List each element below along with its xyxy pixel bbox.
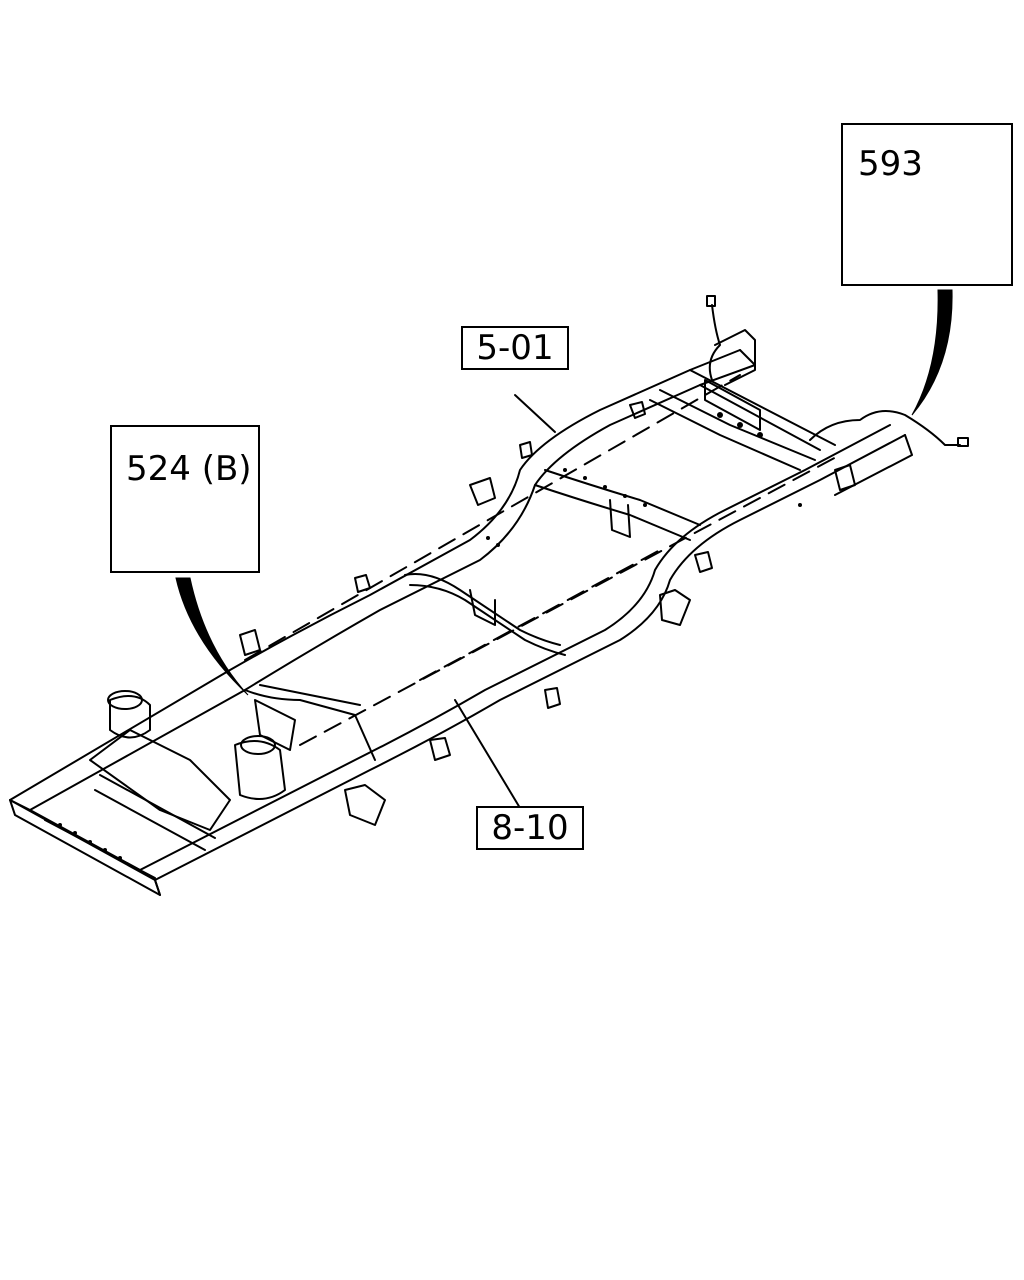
- right-rail-inner: [139, 424, 891, 871]
- bracket-l4: [519, 441, 533, 459]
- ref-label-8-10: 8-10: [476, 806, 584, 850]
- wire-harness: [708, 304, 961, 446]
- pointer-524b: [175, 577, 249, 696]
- right-rail-outer: [154, 434, 906, 881]
- callout-box-593: [841, 123, 1013, 286]
- ref-label-5-01: 5-01: [461, 326, 569, 370]
- bracket-r4: [659, 589, 691, 626]
- bracket-l3: [469, 477, 496, 506]
- left-rail-top: [9, 349, 756, 811]
- front-suspension: [89, 729, 231, 831]
- left-rail-outer: [9, 349, 741, 801]
- bracket-l5: [629, 401, 646, 419]
- pointer-593: [911, 289, 953, 416]
- crossmember-5: [649, 389, 816, 471]
- leader-5-01: [514, 394, 556, 433]
- frame-holes: [58, 412, 802, 860]
- hidden-lines: [244, 374, 841, 746]
- bracket-r5: [694, 551, 713, 573]
- crossmember-4: [534, 469, 701, 541]
- rear-tube: [714, 329, 756, 386]
- bracket-r6: [834, 464, 856, 491]
- crossmember-3: [404, 573, 566, 656]
- bracket-r2: [429, 737, 451, 761]
- leader-8-10: [454, 699, 521, 809]
- left-rail-inner: [29, 364, 756, 811]
- bracket-r3: [544, 687, 561, 709]
- callout-box-524b: [110, 425, 260, 573]
- callout-label-524b: 524 (B): [126, 449, 252, 489]
- bracket-l1: [239, 629, 261, 656]
- callout-label-593: 593: [858, 144, 923, 184]
- crossmember-2: [244, 684, 376, 761]
- bracket-r1: [344, 784, 386, 826]
